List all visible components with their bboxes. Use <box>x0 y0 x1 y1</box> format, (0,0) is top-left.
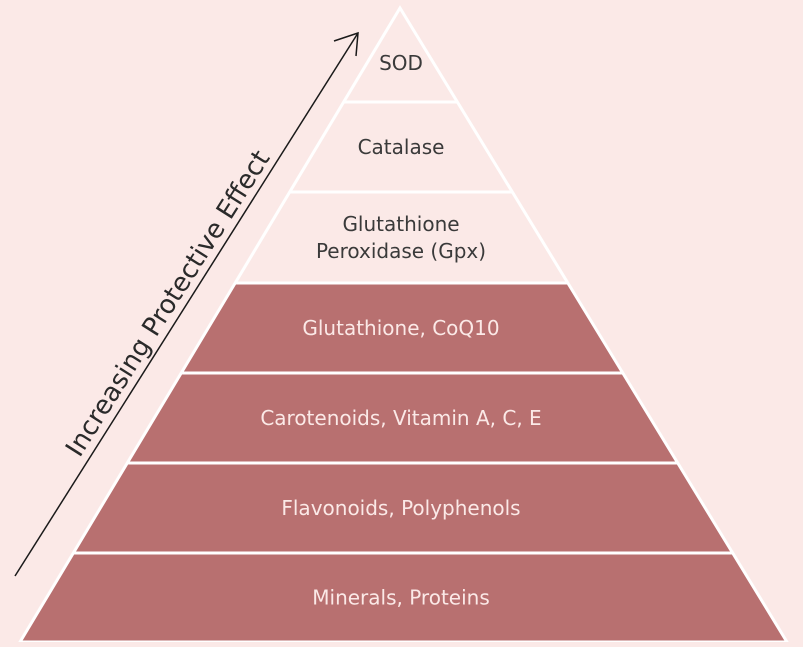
tier-label: Catalase <box>358 135 445 159</box>
tier-label: Flavonoids, Polyphenols <box>281 496 520 520</box>
pyramid-tier-6 <box>20 463 787 553</box>
tier-label: Peroxidase (Gpx) <box>316 239 486 263</box>
tier-label: SOD <box>379 51 423 75</box>
arrow-shaft <box>14 32 359 577</box>
tier-label: Glutathione, CoQ10 <box>302 316 499 340</box>
tier-label: Glutathione <box>342 212 459 236</box>
pyramid-tier-7 <box>20 553 787 642</box>
pyramid-tier-3 <box>20 192 787 283</box>
tier-label: Minerals, Proteins <box>312 586 490 610</box>
arrow-head <box>333 31 359 57</box>
tier-label: Carotenoids, Vitamin A, C, E <box>260 406 541 430</box>
